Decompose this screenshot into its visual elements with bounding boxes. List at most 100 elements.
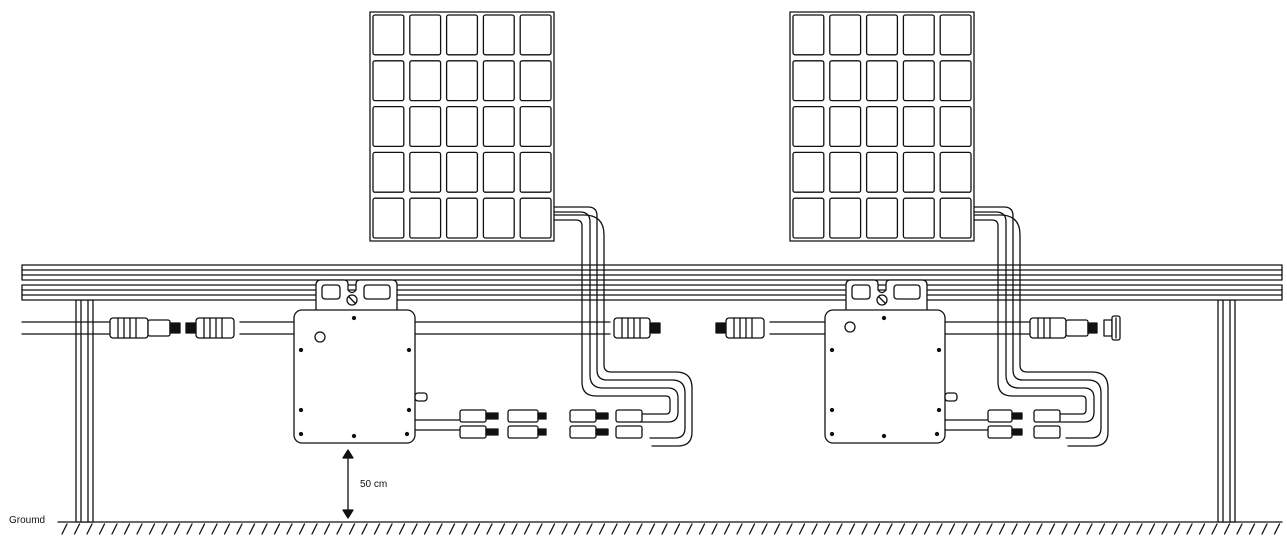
panel-cell xyxy=(902,197,935,239)
ground-hatch xyxy=(1148,523,1156,535)
panel-cell xyxy=(902,105,935,148)
panel-cell xyxy=(939,151,972,193)
ground-hatch xyxy=(198,523,206,535)
ground-hatch xyxy=(673,523,681,535)
panel-cell xyxy=(865,14,899,56)
panel-cell xyxy=(372,151,405,193)
ground-hatch xyxy=(1123,523,1131,535)
ground-hatch xyxy=(1223,523,1231,535)
ground-hatch xyxy=(1186,523,1193,535)
ground-hatch xyxy=(986,523,993,535)
panel-cell xyxy=(792,60,825,102)
ground-hatch xyxy=(611,523,618,535)
ground-hatch xyxy=(1073,523,1081,535)
dc-connectors-inverter-2 xyxy=(944,409,1061,439)
support-post-right xyxy=(1217,299,1236,523)
ground-hatch xyxy=(923,523,931,535)
mounting-rail-upper xyxy=(21,264,1283,281)
ground-hatch xyxy=(973,523,981,535)
mounting-rail-lower xyxy=(21,284,1283,301)
ground-hatch xyxy=(561,523,568,535)
panel-cell xyxy=(519,60,552,102)
ground-hatch xyxy=(898,523,906,535)
ground-hatch xyxy=(1273,523,1281,535)
panel-cell xyxy=(865,60,899,102)
panel-cell xyxy=(865,105,899,148)
ground-hatch xyxy=(761,523,768,535)
ground-hatch xyxy=(811,523,818,535)
ground-hatch xyxy=(248,523,256,535)
ground-hatch xyxy=(1048,523,1056,535)
ground-hatch xyxy=(273,523,281,535)
ground-hatch xyxy=(173,523,181,535)
ac-connector-3 xyxy=(613,317,661,339)
ground-hatch xyxy=(511,523,518,535)
ground-hatch xyxy=(223,523,231,535)
solar-panel-1 xyxy=(369,11,555,242)
ground-label: Groumd xyxy=(9,515,46,526)
ground-hatch xyxy=(1023,523,1031,535)
ground-hatch xyxy=(1086,523,1093,535)
panel-cell xyxy=(519,151,552,193)
dc-cable-panel-1 xyxy=(553,206,693,447)
panel-cell xyxy=(482,14,515,56)
distance-arrow xyxy=(342,449,354,519)
ground-hatch xyxy=(1061,523,1068,535)
ground-hatch xyxy=(1198,523,1206,535)
ground-hatch xyxy=(398,523,406,535)
ground-hatch xyxy=(748,523,756,535)
ground-hatch xyxy=(623,523,631,535)
panel-cell xyxy=(482,105,515,148)
panel-cell xyxy=(482,197,515,239)
panel-cell xyxy=(939,14,972,56)
ground-hatch xyxy=(1248,523,1256,535)
dc-connectors-inverter-1 xyxy=(414,409,643,439)
ground-hatch xyxy=(98,523,106,535)
ac-trunk-cable xyxy=(21,321,1031,335)
ground-hatch xyxy=(373,523,381,535)
ground-hatch xyxy=(911,523,918,535)
ground-hatch xyxy=(336,523,343,535)
ground-hatch xyxy=(61,523,68,535)
panel-cell xyxy=(482,60,515,102)
ground-hatch xyxy=(873,523,881,535)
ground-hatch xyxy=(1236,523,1243,535)
end-cap xyxy=(1103,315,1121,341)
panel-cell xyxy=(445,197,479,239)
ground-hatch xyxy=(486,523,493,535)
panel-cell xyxy=(792,151,825,193)
ground-hatch xyxy=(573,523,581,535)
ground-hatch xyxy=(86,523,93,535)
ground-hatch xyxy=(1161,523,1168,535)
microinverter-2 xyxy=(824,279,958,444)
ground-hatch xyxy=(311,523,318,535)
panel-cell xyxy=(372,14,405,56)
panel-cell xyxy=(409,14,442,56)
ground-hatch xyxy=(536,523,543,535)
ground-hatch xyxy=(1211,523,1218,535)
distance-label: 50 cm xyxy=(360,479,388,490)
ground-hatch xyxy=(948,523,956,535)
ground-hatch xyxy=(836,523,843,535)
ac-connector-2 xyxy=(185,317,235,339)
panel-cell xyxy=(939,105,972,148)
ac-connector-5 xyxy=(1029,317,1098,339)
panel-cell xyxy=(829,151,862,193)
panel-cell xyxy=(865,197,899,239)
panel-cell xyxy=(409,197,442,239)
panel-cell xyxy=(902,151,935,193)
ground-hatch xyxy=(848,523,856,535)
ground-hatch xyxy=(448,523,456,535)
ground-hatch xyxy=(461,523,468,535)
panel-cell xyxy=(792,105,825,148)
panel-cell xyxy=(482,151,515,193)
ground-line xyxy=(57,521,1283,535)
panel-cell xyxy=(519,14,552,56)
ground-hatch xyxy=(148,523,156,535)
panel-cell xyxy=(445,151,479,193)
ground-hatch xyxy=(886,523,893,535)
ground-hatch xyxy=(436,523,443,535)
ground-hatch xyxy=(723,523,731,535)
panel-cell xyxy=(939,197,972,239)
